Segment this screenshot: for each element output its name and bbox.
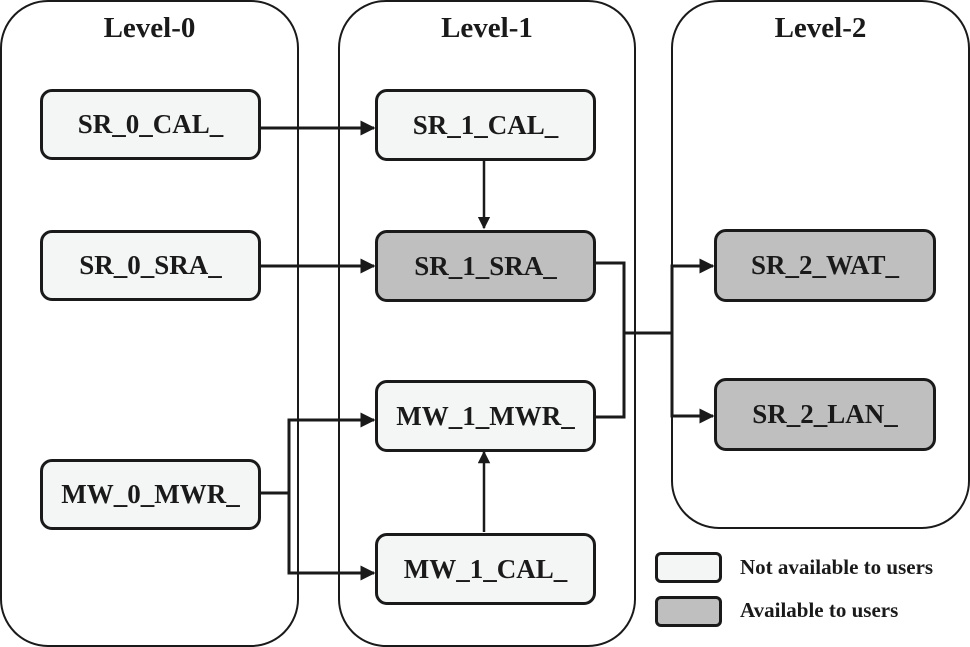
node-label: SR_0_SRA_ xyxy=(79,250,222,280)
node-label: SR_1_SRA_ xyxy=(414,250,557,281)
node-sr-1-sra: SR_1_SRA_ xyxy=(375,230,596,302)
node-label: SR_0_CAL_ xyxy=(77,109,224,139)
legend-swatch-not-available xyxy=(655,552,722,583)
level-0-title: Level-0 xyxy=(103,12,196,44)
node-label: MW_1_MWR_ xyxy=(396,400,575,431)
node-label: SR_1_CAL_ xyxy=(412,109,559,140)
node-sr-2-lan: SR_2_LAN_ xyxy=(714,378,936,451)
node-sr-0-cal: SR_0_CAL_ xyxy=(40,89,261,160)
legend-label-not-available: Not available to users xyxy=(740,555,934,579)
node-label: MW_0_MWR_ xyxy=(61,479,240,509)
legend-swatch-available xyxy=(655,596,722,627)
legend-label-available: Available to users xyxy=(740,598,899,622)
node-mw-1-mwr: MW_1_MWR_ xyxy=(375,380,596,452)
node-sr-0-sra: SR_0_SRA_ xyxy=(40,230,261,301)
level-1-title: Level-1 xyxy=(441,12,533,44)
node-label: SR_2_LAN_ xyxy=(752,399,898,429)
node-label: MW_1_CAL_ xyxy=(403,553,568,584)
node-sr-1-cal: SR_1_CAL_ xyxy=(375,89,596,161)
level-2-title: Level-2 xyxy=(774,12,867,44)
node-label: SR_2_WAT_ xyxy=(750,250,900,280)
node-mw-0-mwr: MW_0_MWR_ xyxy=(40,459,261,530)
node-mw-1-cal: MW_1_CAL_ xyxy=(375,533,596,605)
node-sr-2-wat: SR_2_WAT_ xyxy=(714,229,936,302)
